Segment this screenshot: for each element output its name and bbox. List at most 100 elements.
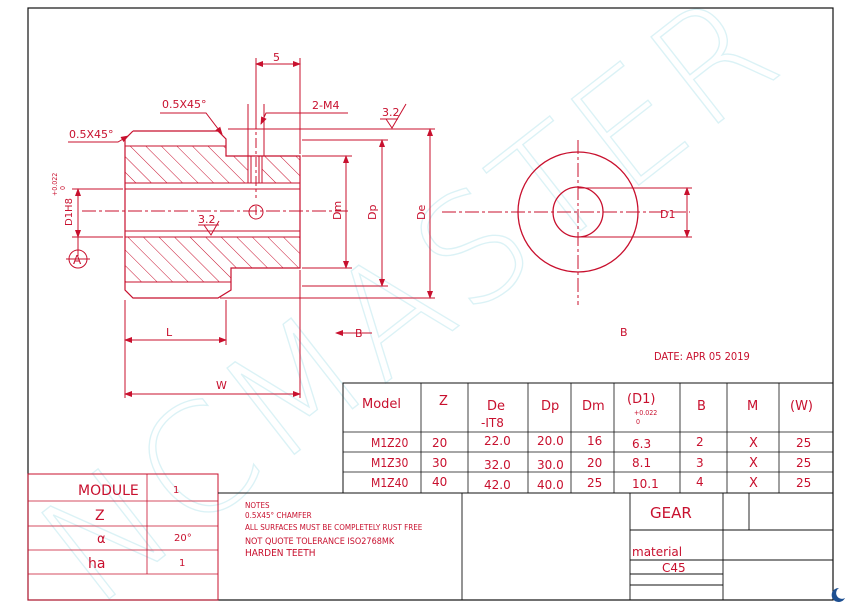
spec-table: Model Z De -IT8 Dp Dm (D1) +0.022 0 B M … xyxy=(342,382,834,494)
row-dm: 25 xyxy=(587,476,602,490)
hdr-w: (W) xyxy=(790,399,813,414)
dim-5-label: 5 xyxy=(273,51,280,64)
hatch-lower-hub xyxy=(125,237,231,282)
title-block xyxy=(218,492,833,600)
row-b: 4 xyxy=(696,475,704,489)
param-z-label: Z xyxy=(95,508,105,524)
row-dp: 30.0 xyxy=(537,458,564,472)
row-b: 3 xyxy=(696,456,704,470)
param-module-value: 1 xyxy=(173,485,179,496)
roughness-mid-label: 3.2 xyxy=(198,213,216,226)
hdr-dp: Dp xyxy=(541,399,559,414)
param-alpha-value: 20° xyxy=(174,533,192,544)
param-alpha-label: α xyxy=(97,532,106,547)
bore-tol-upper: +0.022 xyxy=(51,173,59,196)
de-label: De xyxy=(415,205,428,220)
dp-label: Dp xyxy=(366,205,379,220)
row-m: X xyxy=(749,476,758,491)
set-screw-circle xyxy=(248,204,264,220)
row-d1: 8.1 xyxy=(632,456,651,470)
chamfer-left-label: 0.5X45° xyxy=(69,128,114,141)
hdr-d1-tol-lower: 0 xyxy=(636,418,640,426)
row-z: 20 xyxy=(432,436,447,450)
chamfer-left-leader xyxy=(68,135,129,143)
hdr-d1: (D1) xyxy=(627,392,655,407)
note-line-4: HARDEN TEETH xyxy=(245,548,316,559)
row-w: 25 xyxy=(796,436,811,450)
row-m: X xyxy=(749,436,758,451)
section-view xyxy=(66,58,435,398)
row-z: 40 xyxy=(432,475,447,489)
row-d1: 6.3 xyxy=(632,437,651,451)
hdr-model: Model xyxy=(362,397,401,412)
hdr-dm: Dm xyxy=(582,399,605,414)
row-dm: 16 xyxy=(587,434,602,448)
chamfer-top-leader xyxy=(160,112,223,135)
param-ha-value: 1 xyxy=(179,558,185,569)
material-value: C45 xyxy=(662,561,686,575)
row-model: M1Z30 xyxy=(371,456,408,470)
roughness-symbol-top xyxy=(385,103,407,129)
row-m: X xyxy=(749,456,758,471)
roughness-top-label: 3.2 xyxy=(382,106,400,119)
part-name: GEAR xyxy=(650,504,692,522)
hdr-m: M xyxy=(747,399,758,414)
b-arrow-label: B xyxy=(355,327,363,340)
dm-label: Dm xyxy=(331,201,344,220)
end-view xyxy=(442,140,692,305)
hdr-d1-tol-upper: +0.022 xyxy=(634,409,657,417)
chamfer-top-label: 0.5X45° xyxy=(162,98,207,111)
spec-row-1: M1Z30 30 32.0 30.0 20 8.1 3 X 25 xyxy=(371,456,811,472)
hatch-upper-flange xyxy=(262,156,300,183)
row-de: 32.0 xyxy=(484,458,511,472)
param-table-border xyxy=(27,473,219,601)
corner-logo-icon xyxy=(831,587,845,602)
row-w: 25 xyxy=(796,456,811,470)
row-dm: 20 xyxy=(587,456,602,470)
bore-tol-lower: 0 xyxy=(59,186,67,190)
w-label: W xyxy=(216,379,227,392)
row-de: 42.0 xyxy=(484,478,511,492)
param-module-label: MODULE xyxy=(78,483,139,499)
row-model: M1Z40 xyxy=(371,476,408,490)
row-w: 25 xyxy=(796,476,811,490)
material-label: material xyxy=(632,545,682,559)
gear-outline xyxy=(124,130,301,299)
note-line-3: NOT QUOTE TOLERANCE ISO2768MK xyxy=(245,537,395,547)
hdr-b: B xyxy=(697,399,706,414)
spec-row-0: M1Z20 20 22.0 20.0 16 6.3 2 X 25 xyxy=(371,434,811,451)
row-model: M1Z20 xyxy=(371,436,408,450)
view-b-label: B xyxy=(620,326,628,339)
tap-hole xyxy=(247,155,263,184)
date-label: DATE: APR 05 2019 xyxy=(654,350,750,363)
d1-right-label: D1 xyxy=(660,208,675,221)
datum-label: A xyxy=(73,253,82,267)
param-ha-label: ha xyxy=(88,556,105,572)
row-d1: 10.1 xyxy=(632,477,659,491)
section-labels: 5 0.5X45° 0.5X45° 2-M4 3.2 3.2 D1H8 +0.0… xyxy=(51,51,428,392)
hatch-upper-hub xyxy=(125,146,248,183)
param-table: MODULE 1 Z α 20° ha 1 xyxy=(27,473,219,601)
tap-leader xyxy=(260,112,348,125)
spec-row-2: M1Z40 40 42.0 40.0 25 10.1 4 X 25 xyxy=(371,475,811,492)
note-line-2: ALL SURFACES MUST BE COMPLETELY RUST FRE… xyxy=(245,523,423,532)
note-line-0: NOTES xyxy=(245,501,270,510)
bore-label: D1H8 xyxy=(64,198,75,226)
sheet-border xyxy=(27,7,834,601)
row-de: 22.0 xyxy=(484,434,511,448)
l-label: L xyxy=(166,326,173,339)
notes: NOTES 0.5X45° CHAMFER ALL SURFACES MUST … xyxy=(245,501,423,559)
row-z: 30 xyxy=(432,456,447,470)
row-b: 2 xyxy=(696,435,704,449)
row-dp: 40.0 xyxy=(537,478,564,492)
tap-label: 2-M4 xyxy=(312,99,339,112)
hatch-lower-flange xyxy=(231,237,300,268)
roughness-symbol-mid xyxy=(203,220,220,236)
row-dp: 20.0 xyxy=(537,434,564,448)
corner-logo-shape xyxy=(831,587,845,602)
hdr-de-tol: -IT8 xyxy=(481,416,504,430)
note-line-1: 0.5X45° CHAMFER xyxy=(245,511,312,520)
hdr-de: De xyxy=(487,399,505,414)
hdr-z: Z xyxy=(439,394,448,409)
